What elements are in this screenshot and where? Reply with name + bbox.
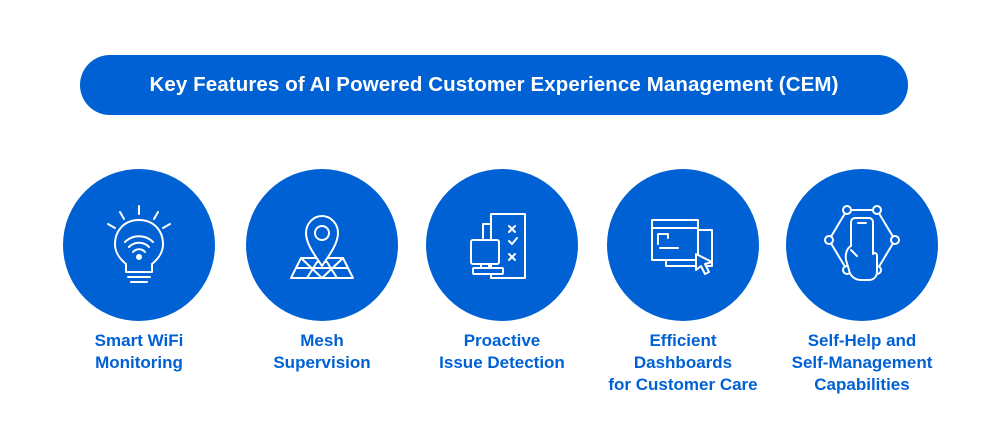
feature-proactive-issue-detection: Proactive Issue Detection: [412, 169, 592, 374]
feature-label: Mesh Supervision: [273, 331, 371, 372]
feature-circle: [63, 169, 215, 321]
feature-label: Proactive Issue Detection: [439, 331, 565, 372]
hand-phone-network-icon: [824, 205, 900, 281]
feature-label: Smart WiFi Monitoring: [94, 331, 184, 372]
feature-circle: [607, 169, 759, 321]
feature-label: Self-Help and Self-Management Capabiliti…: [791, 331, 933, 394]
monitor-checklist-icon: [470, 213, 526, 279]
feature-efficient-dashboards: Efficient Dashboards for Customer Care: [593, 169, 773, 396]
location-pin-map-icon: [290, 215, 354, 279]
dashboard-cursor-icon: [651, 219, 713, 275]
feature-smart-wifi-monitoring: Smart WiFi Monitoring: [49, 169, 229, 374]
page-title: Key Features of AI Powered Customer Expe…: [149, 73, 839, 96]
wifi-lightbulb-icon: [107, 205, 171, 283]
feature-circle: [426, 169, 578, 321]
feature-self-help-capabilities: Self-Help and Self-Management Capabiliti…: [772, 169, 952, 396]
title-banner: Key Features of AI Powered Customer Expe…: [80, 55, 908, 115]
feature-mesh-supervision: Mesh Supervision: [232, 169, 412, 374]
feature-label: Efficient Dashboards for Customer Care: [608, 331, 758, 394]
feature-circle: [786, 169, 938, 321]
feature-circle: [246, 169, 398, 321]
